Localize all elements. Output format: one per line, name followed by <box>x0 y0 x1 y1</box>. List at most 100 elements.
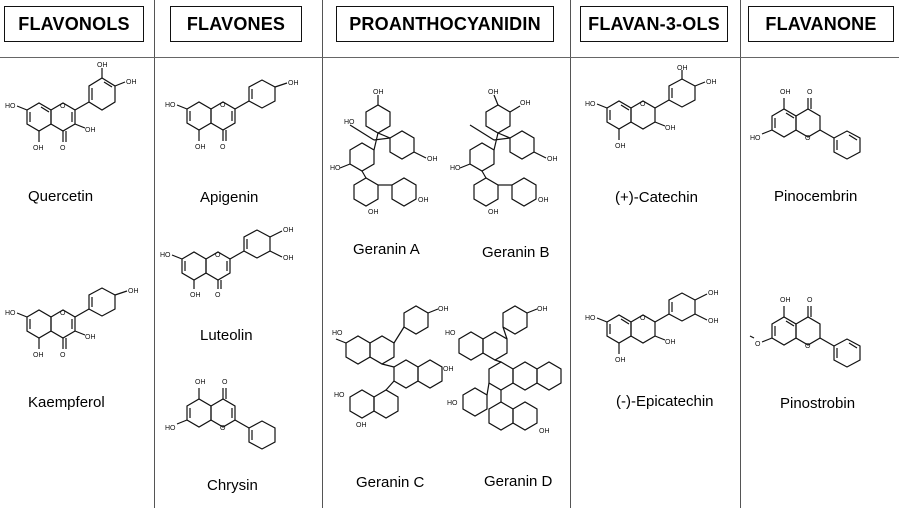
svg-text:HO: HO <box>165 425 176 432</box>
svg-text:OH: OH <box>615 143 626 150</box>
svg-text:O: O <box>215 292 221 299</box>
structure-luteolin: O HO OH O OH OH <box>160 227 294 299</box>
svg-text:O: O <box>805 343 811 350</box>
compound-label-geranin-d: Geranin D <box>484 473 553 490</box>
header-rule <box>0 57 899 58</box>
structure-pinostrobin: O O OH O <box>749 297 861 368</box>
svg-text:OH: OH <box>488 89 499 96</box>
compound-label-kaempferol: Kaempferol <box>28 394 105 411</box>
svg-text:OH: OH <box>288 80 299 87</box>
svg-text:O: O <box>640 315 646 322</box>
svg-text:HO: HO <box>5 103 16 110</box>
svg-text:OH: OH <box>126 79 137 86</box>
svg-text:OH: OH <box>418 197 429 204</box>
svg-text:OH: OH <box>520 100 531 107</box>
svg-text:O: O <box>220 425 226 432</box>
structure-chrysin: O HO OH O <box>165 379 276 450</box>
svg-text:OH: OH <box>438 306 449 313</box>
compound-label-quercetin: Quercetin <box>28 188 94 205</box>
svg-text:O: O <box>220 144 226 151</box>
svg-text:OH: OH <box>373 89 384 96</box>
svg-text:HO: HO <box>334 392 345 399</box>
structure-quercetin: O HO OH O OH OH OH <box>5 62 137 152</box>
svg-text:HO: HO <box>447 400 458 407</box>
svg-text:O: O <box>640 101 646 108</box>
compound-label-pinostrobin: Pinostrobin <box>780 395 856 412</box>
svg-text:O: O <box>60 103 66 110</box>
svg-text:OH: OH <box>708 290 719 297</box>
svg-text:OH: OH <box>85 127 96 134</box>
svg-text:O: O <box>805 135 811 142</box>
category-header-proanthocyanidin: PROANTHOCYANIDIN <box>336 6 554 42</box>
structure-apigenin: O HO OH O OH <box>165 79 299 151</box>
column-divider <box>570 0 571 508</box>
svg-text:OH: OH <box>33 352 44 359</box>
svg-text:O: O <box>60 145 66 152</box>
compound-label-chrysin: Chrysin <box>207 477 258 494</box>
structure-epicatechin: O HO OH OH OH OH <box>585 290 719 364</box>
svg-text:HO: HO <box>330 165 341 172</box>
structure-catechin: O HO OH OH OH OH <box>585 65 717 150</box>
svg-text:OH: OH <box>615 357 626 364</box>
compound-label-geranin-b: Geranin B <box>482 244 550 261</box>
svg-text:OH: OH <box>190 292 201 299</box>
compound-label-epicatechin: (-)-Epicatechin <box>616 393 714 410</box>
svg-text:OH: OH <box>488 209 499 216</box>
category-header-flavan-3-ols: FLAVAN-3-OLS <box>580 6 728 42</box>
svg-text:OH: OH <box>356 422 367 429</box>
svg-text:OH: OH <box>708 318 719 325</box>
svg-text:O: O <box>215 252 221 259</box>
svg-text:HO: HO <box>165 102 176 109</box>
structure-geranin-b: OH OH OH HO OH OH <box>450 89 558 216</box>
svg-text:O: O <box>807 297 813 304</box>
svg-text:OH: OH <box>427 156 438 163</box>
svg-text:O: O <box>60 352 66 359</box>
svg-text:OH: OH <box>547 156 558 163</box>
structure-kaempferol: O HO OH O OH OH <box>5 287 139 359</box>
svg-text:O: O <box>222 379 228 386</box>
svg-text:O: O <box>60 310 66 317</box>
svg-text:OH: OH <box>539 428 550 435</box>
svg-text:HO: HO <box>445 330 456 337</box>
column-divider <box>154 0 155 508</box>
structure-geranin-d: OH HO HO OH <box>445 305 562 435</box>
category-header-flavonols: FLAVONOLS <box>4 6 144 42</box>
svg-text:OH: OH <box>97 62 108 69</box>
category-header-flavones: FLAVONES <box>170 6 302 42</box>
svg-text:OH: OH <box>665 339 676 346</box>
svg-text:O: O <box>220 102 226 109</box>
structure-pinocembrin: O HO OH O <box>750 89 861 160</box>
svg-text:HO: HO <box>344 119 355 126</box>
compound-label-geranin-c: Geranin C <box>356 474 425 491</box>
svg-text:OH: OH <box>780 89 791 96</box>
svg-text:HO: HO <box>160 252 171 259</box>
svg-text:HO: HO <box>5 310 16 317</box>
svg-text:OH: OH <box>33 145 44 152</box>
structure-geranin-a: OH HO OH HO OH OH <box>330 89 438 216</box>
compound-label-luteolin: Luteolin <box>200 327 253 344</box>
compound-label-pinocembrin: Pinocembrin <box>774 188 858 205</box>
svg-text:OH: OH <box>706 79 717 86</box>
svg-text:OH: OH <box>283 255 294 262</box>
svg-text:OH: OH <box>195 144 206 151</box>
structure-geranin-c: OH HO OH HO OH <box>332 305 454 429</box>
category-header-flavanone: FLAVANONE <box>748 6 894 42</box>
svg-text:OH: OH <box>195 379 206 386</box>
svg-text:HO: HO <box>585 101 596 108</box>
svg-text:OH: OH <box>368 209 379 216</box>
svg-text:OH: OH <box>665 125 676 132</box>
svg-text:OH: OH <box>128 288 139 295</box>
svg-text:O: O <box>807 89 813 96</box>
svg-text:OH: OH <box>677 65 688 72</box>
column-divider <box>322 0 323 508</box>
svg-text:HO: HO <box>585 315 596 322</box>
compound-label-geranin-a: Geranin A <box>353 241 420 258</box>
svg-text:HO: HO <box>450 165 461 172</box>
svg-text:OH: OH <box>443 366 454 373</box>
svg-text:OH: OH <box>537 306 548 313</box>
compound-label-catechin: (+)-Catechin <box>615 189 698 206</box>
column-divider <box>740 0 741 508</box>
svg-text:HO: HO <box>750 135 761 142</box>
svg-text:OH: OH <box>538 197 549 204</box>
svg-text:O: O <box>755 341 761 348</box>
